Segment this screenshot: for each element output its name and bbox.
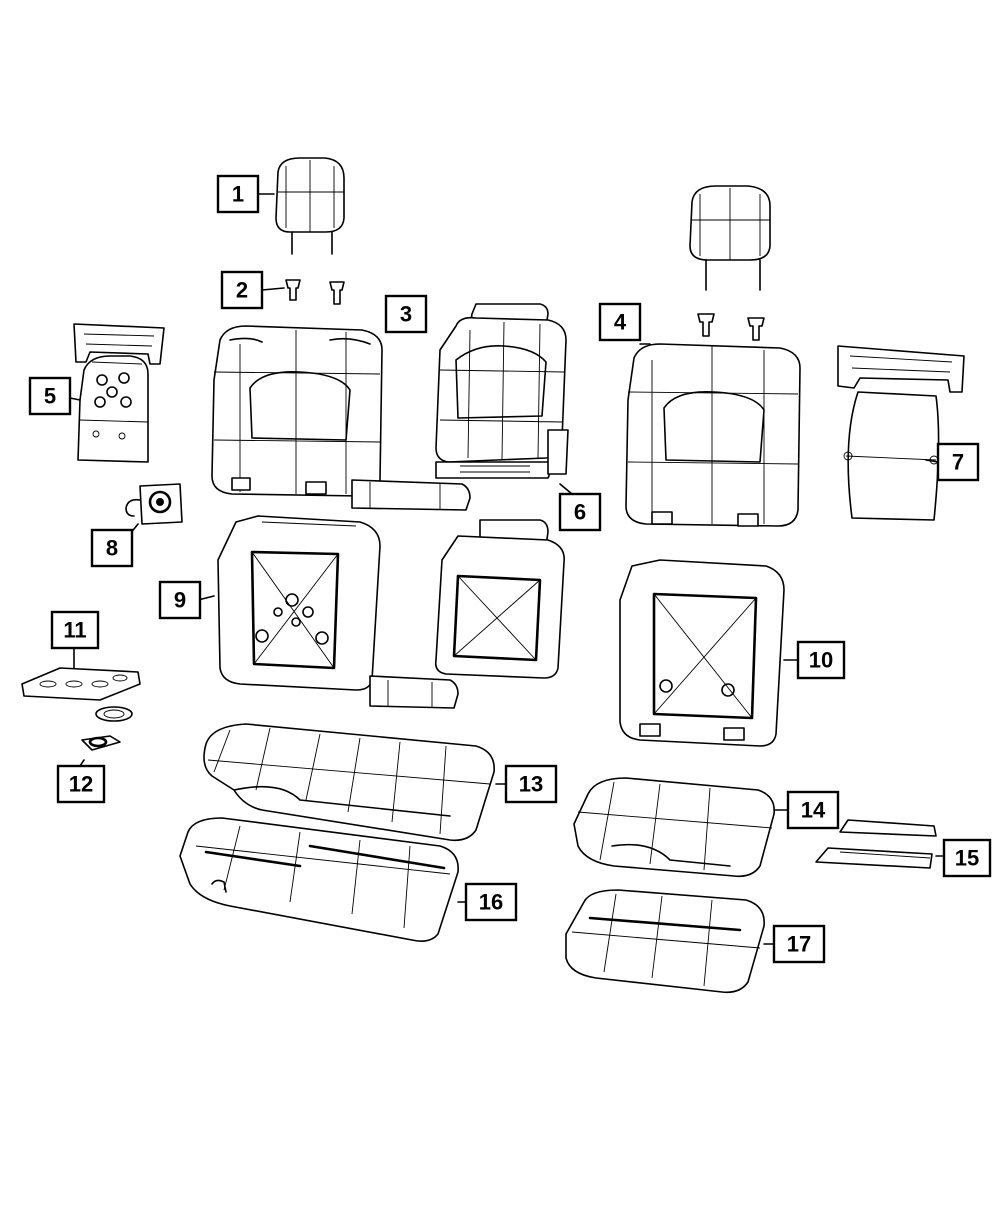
callout-label: 16 — [479, 890, 503, 915]
seat-back-frame-right — [619, 559, 785, 747]
callout-11: 11 — [50, 610, 100, 650]
callout-label: 17 — [787, 932, 811, 957]
callout-4: 4 — [598, 302, 642, 342]
cushion-insert-panels — [815, 819, 937, 869]
callout-label: 7 — [952, 450, 964, 475]
callout-7: 7 — [936, 442, 980, 482]
callout-13: 13 — [504, 764, 558, 804]
callout-6: 6 — [558, 492, 602, 532]
callout-17: 17 — [772, 924, 826, 964]
callout-12: 12 — [56, 764, 106, 804]
callout-2: 2 — [220, 270, 264, 310]
seat-back-frame-left — [217, 515, 459, 709]
headrest-guides-right — [697, 313, 765, 341]
back-panel-right — [837, 345, 965, 521]
back-panel-left — [73, 323, 165, 463]
callout-label: 13 — [519, 772, 543, 797]
seat-cushion-cover-left — [203, 723, 495, 842]
seat-back-cover-left — [211, 325, 471, 511]
seat-back-cover-right — [625, 343, 801, 527]
callout-label: 14 — [801, 798, 826, 823]
callout-5: 5 — [28, 376, 72, 416]
callout-label: 2 — [236, 278, 248, 303]
callout-label: 15 — [955, 846, 979, 871]
callout-16: 16 — [464, 882, 518, 922]
lumbar-module — [125, 483, 183, 525]
callout-label: 12 — [69, 772, 93, 797]
callout-15: 15 — [942, 838, 992, 878]
callout-14: 14 — [786, 790, 840, 830]
callout-label: 3 — [400, 302, 412, 327]
callout-label: 1 — [232, 182, 244, 207]
headrest-right — [689, 185, 771, 291]
seat-cushion-frame-left — [179, 817, 459, 942]
heater-mat — [21, 667, 141, 722]
callout-3: 3 — [384, 294, 428, 334]
callout-label: 11 — [63, 618, 86, 643]
callout-label: 9 — [174, 588, 186, 613]
callout-9: 9 — [158, 580, 202, 620]
callout-label: 8 — [106, 536, 118, 561]
callout-1: 1 — [216, 174, 260, 214]
lumbar-pump — [81, 735, 121, 751]
callout-label: 4 — [614, 310, 627, 335]
callout-label: 5 — [44, 384, 56, 409]
seat-back-cover-center — [435, 303, 569, 479]
headrest-guides-left — [285, 279, 345, 305]
callout-label: 10 — [809, 648, 833, 673]
callout-8: 8 — [90, 528, 134, 568]
seat-cushion-frame-right — [565, 889, 765, 994]
callout-label: 6 — [574, 500, 586, 525]
seat-back-frame-center — [434, 519, 565, 679]
seat-cushion-cover-right — [573, 777, 775, 878]
headrest-left — [275, 157, 345, 255]
callout-10: 10 — [796, 640, 846, 680]
